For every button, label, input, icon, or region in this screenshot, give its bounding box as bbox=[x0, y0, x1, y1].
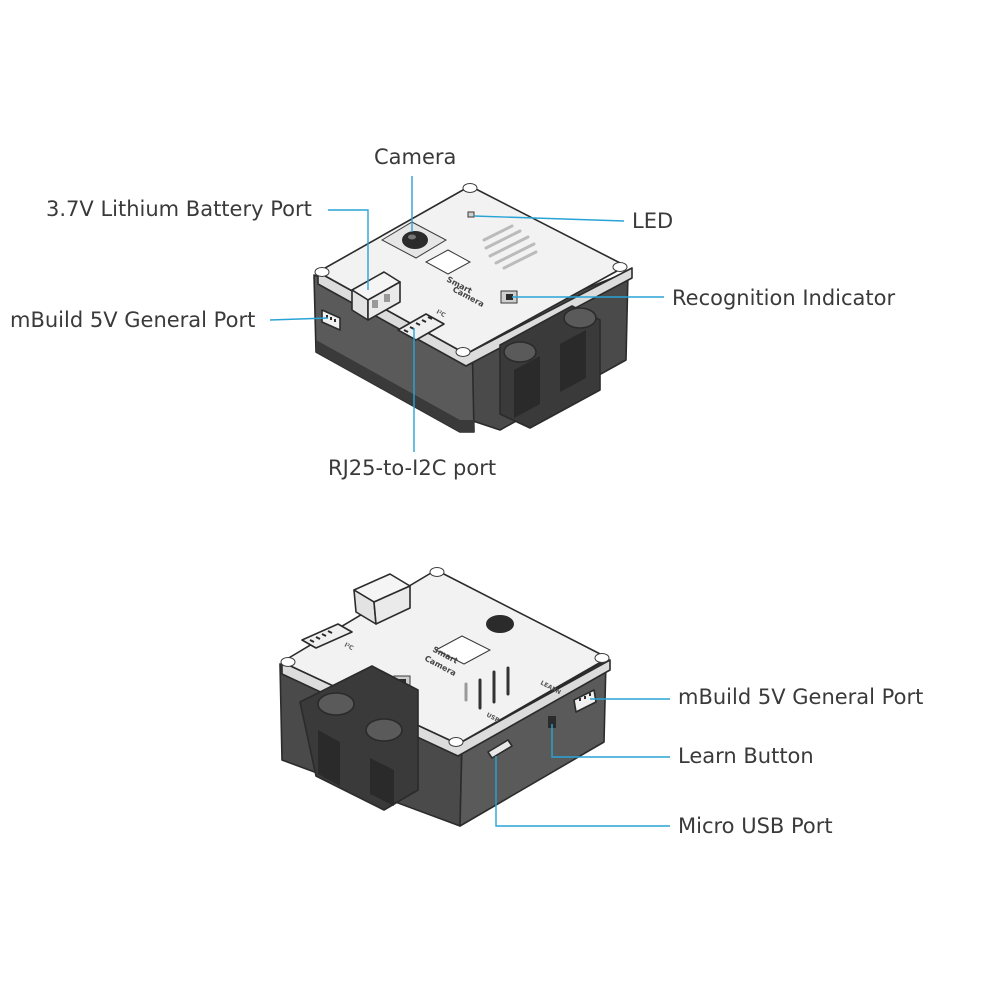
mbuild-connector-bottom bbox=[573, 689, 597, 713]
logo-block bbox=[424, 249, 472, 275]
led-pins bbox=[464, 666, 510, 710]
learn-button-component bbox=[548, 716, 556, 728]
label-recognition-indicator: Recognition Indicator bbox=[672, 286, 896, 310]
rj25-i2c-connector-2: I²C bbox=[301, 623, 355, 653]
battery-connector bbox=[351, 271, 401, 321]
label-micro-usb: Micro USB Port bbox=[678, 814, 833, 838]
rj25-i2c-connector: I²C bbox=[397, 309, 447, 341]
battery-connector-2 bbox=[353, 573, 411, 625]
camera-module bbox=[380, 221, 448, 259]
speaker-grille bbox=[482, 224, 538, 270]
leader-battery-port bbox=[328, 209, 369, 290]
leader-learn-button bbox=[551, 724, 670, 758]
label-rj25-port: RJ25-to-I2C port bbox=[328, 456, 496, 480]
leader-led bbox=[473, 215, 625, 222]
device-top-view: Smart Camera bbox=[313, 183, 633, 433]
label-learn-button: Learn Button bbox=[678, 744, 814, 768]
mounting-bracket-bottom bbox=[299, 665, 419, 811]
label-mbuild-port-top: mBuild 5V General Port bbox=[10, 308, 255, 332]
leader-micro-usb bbox=[495, 756, 670, 827]
mounting-bracket-top bbox=[499, 305, 601, 429]
led-component bbox=[467, 211, 475, 218]
i2c-silk-text-2: I²C bbox=[343, 642, 355, 653]
top-view-labels: Camera 3.7V Lithium Battery Port LED Rec… bbox=[10, 145, 896, 480]
label-mbuild-port-bottom: mBuild 5V General Port bbox=[678, 685, 923, 709]
lid-screws bbox=[314, 183, 628, 357]
lid-screws-2 bbox=[280, 567, 610, 747]
i2c-silk-text: I²C bbox=[435, 309, 447, 320]
micro-usb-port-component bbox=[487, 739, 513, 759]
bottom-view-labels: mBuild 5V General Port Learn Button Micr… bbox=[495, 685, 923, 838]
label-led: LED bbox=[632, 209, 673, 233]
camera-module-2 bbox=[486, 615, 514, 633]
label-camera: Camera bbox=[374, 145, 456, 169]
logo-block-2 bbox=[434, 635, 492, 665]
device-bottom-view: I²C Smart Camera USB LEARN bbox=[279, 567, 611, 827]
label-battery-port: 3.7V Lithium Battery Port bbox=[46, 197, 312, 221]
leader-mbuild-port-top bbox=[269, 317, 329, 321]
